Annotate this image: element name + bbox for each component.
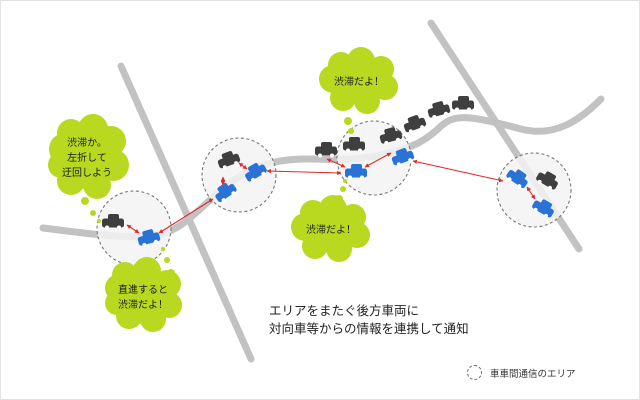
bubble-left-turn-line3: 迂回しよう [62, 167, 112, 179]
communication-arrows [126, 152, 536, 234]
car-icon [426, 99, 452, 121]
caption-line1: エリアをまたぐ後方車両に [269, 303, 420, 318]
bubble-left-turn-line1: 渋滞か。 [67, 136, 107, 149]
bubble-straight: 直進すると 渋滞だよ！ [105, 257, 182, 332]
caption-line2: 対向車等からの情報を連携して通知 [269, 321, 469, 336]
double-arrow-icon [326, 158, 346, 168]
caption: エリアをまたぐ後方車両に 対向車等からの情報を連携して通知 [269, 302, 469, 338]
zone-4 [496, 152, 572, 228]
double-arrow-icon [412, 159, 504, 183]
bubble-left-turn: 渋滞か。 左折して 迂回しよう [48, 114, 129, 199]
car-icon [452, 96, 474, 112]
double-arrow-icon [158, 198, 214, 234]
bubble-top-text: 渋滞だよ！ [334, 75, 384, 88]
legend: 車車間通信のエリア [467, 365, 576, 380]
double-arrow-icon [526, 186, 536, 200]
bubble-top: 渋滞だよ！ [319, 47, 398, 114]
legend-label: 車車間通信のエリア [490, 368, 576, 380]
double-arrow-icon [238, 162, 248, 170]
bubble-middle-text: 渋滞だよ！ [306, 223, 356, 236]
bubble-left-turn-line2: 左折して [67, 151, 107, 164]
dashed-circle-icon [467, 365, 482, 380]
bubble-straight-line1: 直進すると [118, 283, 168, 296]
bubble-middle: 渋滞だよ！ [291, 195, 370, 262]
bubble-straight-line2: 渋滞だよ！ [118, 298, 168, 311]
double-arrow-icon [364, 152, 392, 168]
double-arrow-icon [266, 168, 342, 176]
speech-bubbles: 渋滞か。 左折して 迂回しよう 直進すると 渋滞だよ！ 渋滞だよ！ [48, 47, 398, 332]
car-icon [401, 112, 428, 135]
car-icon [315, 142, 337, 158]
double-arrow-icon [126, 224, 140, 234]
